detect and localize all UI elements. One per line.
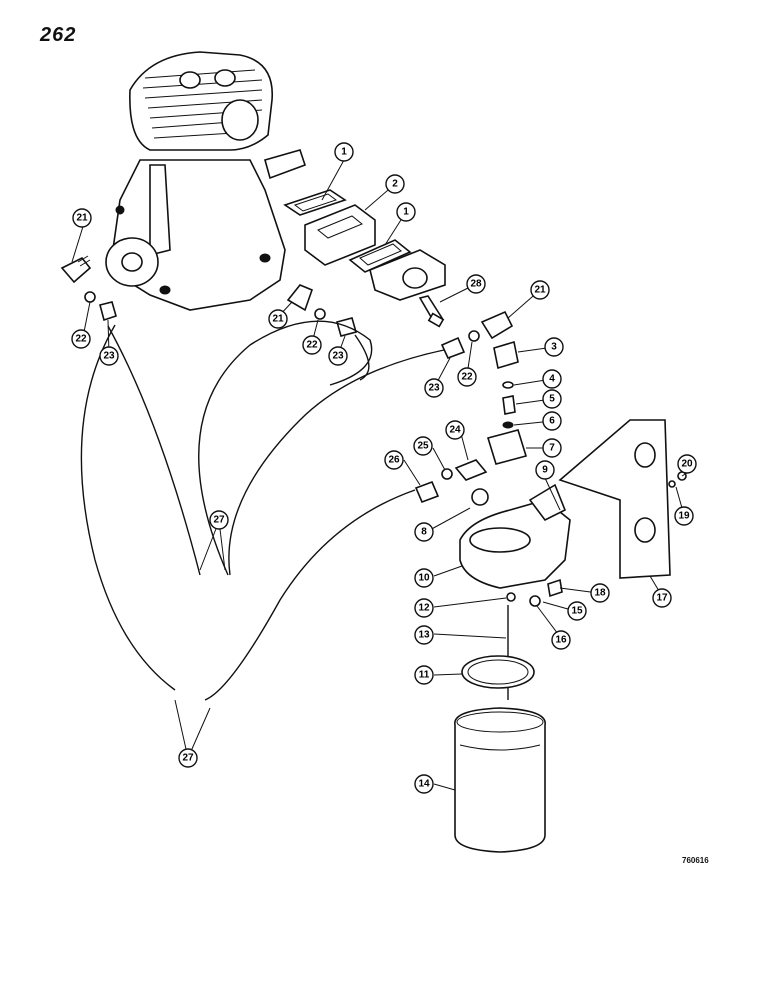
svg-text:21: 21 [272,314,284,325]
callout-1b: 1 [396,202,416,222]
callout-5: 5 [542,389,562,409]
svg-text:23: 23 [332,351,344,362]
svg-text:13: 13 [418,630,430,641]
callout-8: 8 [414,522,434,542]
svg-text:17: 17 [656,593,668,604]
callout-7: 7 [542,438,562,458]
svg-text:18: 18 [594,588,606,599]
page-number: 262 [40,24,77,46]
svg-text:5: 5 [549,394,555,405]
svg-text:3: 3 [551,342,557,353]
svg-text:1: 1 [341,147,347,158]
callout-9: 9 [535,460,555,480]
svg-text:15: 15 [571,606,583,617]
callout-22-center: 22 [302,335,322,355]
callout-18: 18 [590,583,610,603]
callout-14: 14 [414,774,434,794]
svg-text:12: 12 [418,603,430,614]
svg-text:22: 22 [306,340,318,351]
callout-21-right: 21 [530,280,550,300]
svg-text:27: 27 [213,515,225,526]
svg-text:19: 19 [678,511,690,522]
callout-2: 2 [385,174,405,194]
svg-text:25: 25 [417,441,429,452]
callout-16: 16 [551,630,571,650]
svg-text:9: 9 [542,465,548,476]
svg-text:21: 21 [76,213,88,224]
callout-4: 4 [542,369,562,389]
callout-13: 13 [414,625,434,645]
svg-text:22: 22 [461,372,473,383]
callout-10: 10 [414,568,434,588]
callout-3: 3 [544,337,564,357]
svg-text:23: 23 [428,383,440,394]
gasket-upper [283,189,347,216]
svg-text:10: 10 [418,573,430,584]
callout-22-right: 22 [457,367,477,387]
callout-24: 24 [445,420,465,440]
callout-15: 15 [567,601,587,621]
callout-21-left: 21 [72,208,92,228]
callout-23-left: 23 [99,346,119,366]
callout-1a: 1 [334,142,354,162]
bolt [418,295,445,328]
elbow-fitting-center [286,284,314,312]
valve-body-stack [486,340,528,465]
svg-text:16: 16 [555,635,567,646]
svg-text:11: 11 [419,670,430,681]
callout-26: 26 [384,450,404,470]
callout-20: 20 [677,454,697,474]
svg-text:28: 28 [470,279,482,290]
svg-text:8: 8 [421,527,427,538]
outlet-flange [369,249,446,301]
callout-23-right: 23 [424,378,444,398]
svg-text:7: 7 [549,443,555,454]
svg-text:23: 23 [103,351,115,362]
side-fittings [414,459,488,504]
svg-text:14: 14 [418,779,430,790]
figure-code: 760616 [682,856,709,865]
callout-21-center: 21 [268,309,288,329]
callout-22-left: 22 [71,329,91,349]
gasket-lower [348,239,412,273]
elbow-fitting-right [480,310,514,340]
tubing [80,320,445,701]
air-compressor [105,51,307,311]
svg-text:1: 1 [403,207,409,218]
svg-text:21: 21 [534,285,546,296]
callout-6: 6 [542,411,562,431]
callout-25: 25 [413,436,433,456]
callout-28: 28 [466,274,486,294]
callout-12: 12 [414,598,434,618]
callout-23-center: 23 [328,346,348,366]
spacer-block [304,204,376,266]
callout-17: 17 [652,588,672,608]
filter-bowl [454,707,546,853]
bowl-o-ring [461,655,535,689]
mounting-bracket-plate [558,419,687,579]
svg-text:20: 20 [681,459,693,470]
svg-text:22: 22 [75,334,87,345]
svg-text:2: 2 [392,179,398,190]
svg-text:24: 24 [449,425,461,436]
svg-text:6: 6 [549,416,555,427]
svg-text:27: 27 [182,753,194,764]
callout-27-lower: 27 [178,748,198,768]
svg-text:4: 4 [549,374,555,385]
callout-19: 19 [674,506,694,526]
elbow-fitting-left [60,255,92,284]
callout-27-upper: 27 [209,510,229,530]
svg-text:26: 26 [388,455,400,466]
callout-11: 11 [414,665,434,685]
filter-head [459,483,571,589]
